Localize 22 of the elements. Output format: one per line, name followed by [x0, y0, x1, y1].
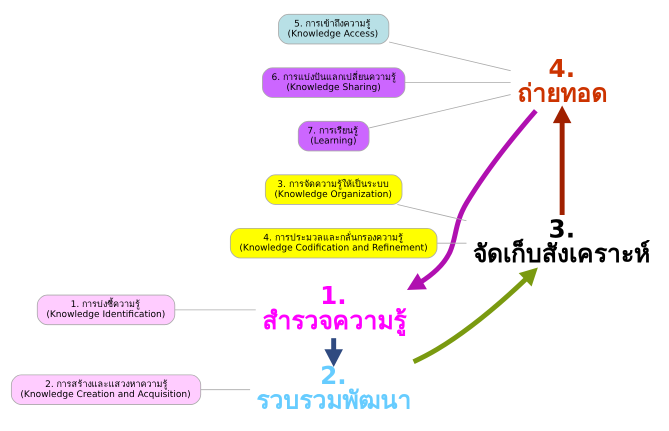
arrow [324, 338, 343, 366]
connector [396, 204, 467, 221]
node-box: 5. การเข้าถึงความรู้ (Knowledge Access) [278, 13, 390, 44]
connector [388, 41, 512, 71]
connector [404, 82, 512, 83]
node-text: 2. รวบรวมพัฒนา [256, 360, 412, 414]
connector [368, 94, 512, 128]
connector [174, 308, 256, 310]
node-box: 4. การประมวลและกลั่นกรองความรู้ (Knowledge Codification and Refinement) [230, 227, 438, 258]
arrow [406, 108, 538, 290]
connector [200, 388, 250, 390]
arrow [552, 104, 572, 214]
node-box: 3. การจัดความรู้ให้เป็นระบบ (Knowledge Organization) [264, 174, 402, 204]
node-text: 1. สำรวจความรู้ [262, 280, 406, 334]
arrow [412, 267, 538, 364]
node-box: 7. การเรียนรู้ (Learning) [298, 120, 370, 151]
node-text: 4. ถ่ายทอด [517, 53, 608, 108]
node-text: 3. จัดเก็บสังเคราะห์ [473, 214, 650, 268]
connector [436, 242, 467, 244]
node-box: 1. การบ่งชี้ความรู้ (Knowledge Identification) [36, 294, 176, 325]
node-box: 2. การสร้างและแสวงหาความรู้ (Knowledge Creation and Acquisition) [10, 374, 202, 404]
node-box: 6. การแบ่งปันแลกเปลี่ยนความรู้ (Knowledge Sharing) [262, 66, 406, 98]
